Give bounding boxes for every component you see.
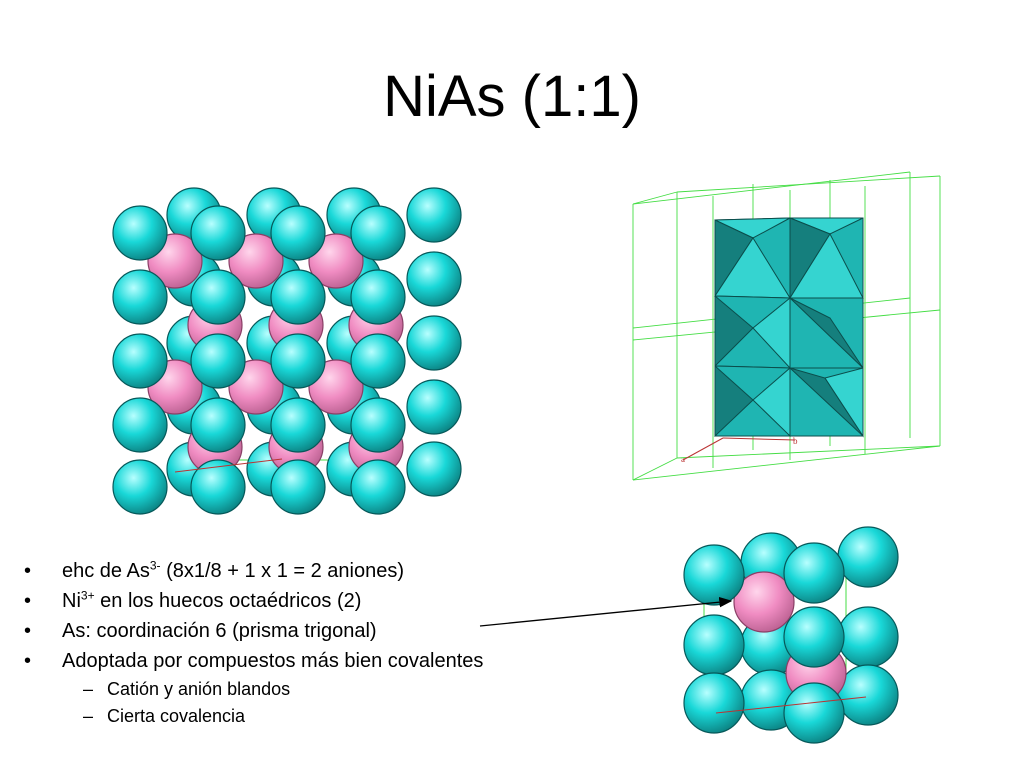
unit-cell-figure: c — [683, 526, 899, 744]
axis-label-a: a — [681, 454, 685, 464]
anion-sphere — [190, 397, 246, 453]
anion-sphere — [270, 205, 326, 261]
anion-sphere — [112, 459, 168, 515]
octahedra-figure: a b — [632, 171, 941, 481]
anion-sphere — [406, 441, 462, 497]
octahedron-face — [789, 297, 864, 369]
anion-sphere — [112, 269, 168, 325]
cell-line — [676, 445, 941, 459]
bullet-item: •As: coordinación 6 (prisma trigonal) — [24, 620, 377, 642]
anion-sphere — [190, 205, 246, 261]
octahedron-face — [714, 294, 754, 368]
octahedron-face — [752, 296, 791, 370]
anion-sphere — [683, 544, 745, 606]
cell-line — [676, 175, 941, 193]
anion-sphere — [350, 459, 406, 515]
axis-line — [722, 437, 796, 441]
cation-sphere — [228, 233, 284, 289]
axis-line — [682, 437, 724, 461]
cation-sphere — [733, 571, 795, 633]
octahedron-face — [824, 367, 864, 438]
anion-sphere — [112, 205, 168, 261]
axis-line — [715, 696, 867, 714]
anion-sphere — [783, 682, 845, 744]
bullet-item: •ehc de As3- (8x1/8 + 1 x 1 = 2 aniones) — [24, 558, 405, 582]
anion-sphere — [112, 333, 168, 389]
axis-label-b: b — [793, 436, 798, 446]
anion-sphere — [406, 315, 462, 371]
anion-sphere — [783, 606, 845, 668]
cell-line — [632, 445, 941, 481]
anion-sphere — [270, 333, 326, 389]
anion-sphere — [406, 251, 462, 307]
anion-sphere — [190, 333, 246, 389]
bullet-list: •ehc de As3- (8x1/8 + 1 x 1 = 2 aniones)… — [20, 556, 483, 730]
anion-sphere — [406, 379, 462, 435]
anion-sphere — [350, 397, 406, 453]
anion-sphere — [350, 205, 406, 261]
cation-sphere — [308, 233, 364, 289]
axis-line — [174, 458, 283, 473]
anion-sphere — [350, 333, 406, 389]
bullet-item: •Ni3+ en los huecos octaédricos (2) — [24, 588, 362, 612]
anion-sphere — [350, 269, 406, 325]
sub-bullet-item: –Cierta covalencia — [83, 706, 246, 726]
slide-title: NiAs (1:1) — [383, 64, 641, 129]
anion-sphere — [270, 459, 326, 515]
octahedron-face — [714, 364, 754, 438]
cell-line — [632, 191, 678, 205]
anion-sphere — [190, 459, 246, 515]
cell-line — [632, 171, 911, 205]
cell-line — [632, 457, 678, 481]
nias-packing-figure — [112, 187, 462, 515]
anion-sphere — [683, 672, 745, 734]
anion-sphere — [190, 269, 246, 325]
anion-sphere — [783, 542, 845, 604]
sub-bullet-item: –Catión y anión blandos — [83, 679, 291, 699]
anion-sphere — [270, 397, 326, 453]
anion-sphere — [406, 187, 462, 243]
bullet-item: •Adoptada por compuestos más bien covale… — [20, 646, 483, 730]
sub-bullet-list: –Catión y anión blandos –Cierta covalenc… — [62, 676, 483, 730]
octahedron-face — [752, 366, 791, 438]
anion-sphere — [270, 269, 326, 325]
anion-sphere — [112, 397, 168, 453]
